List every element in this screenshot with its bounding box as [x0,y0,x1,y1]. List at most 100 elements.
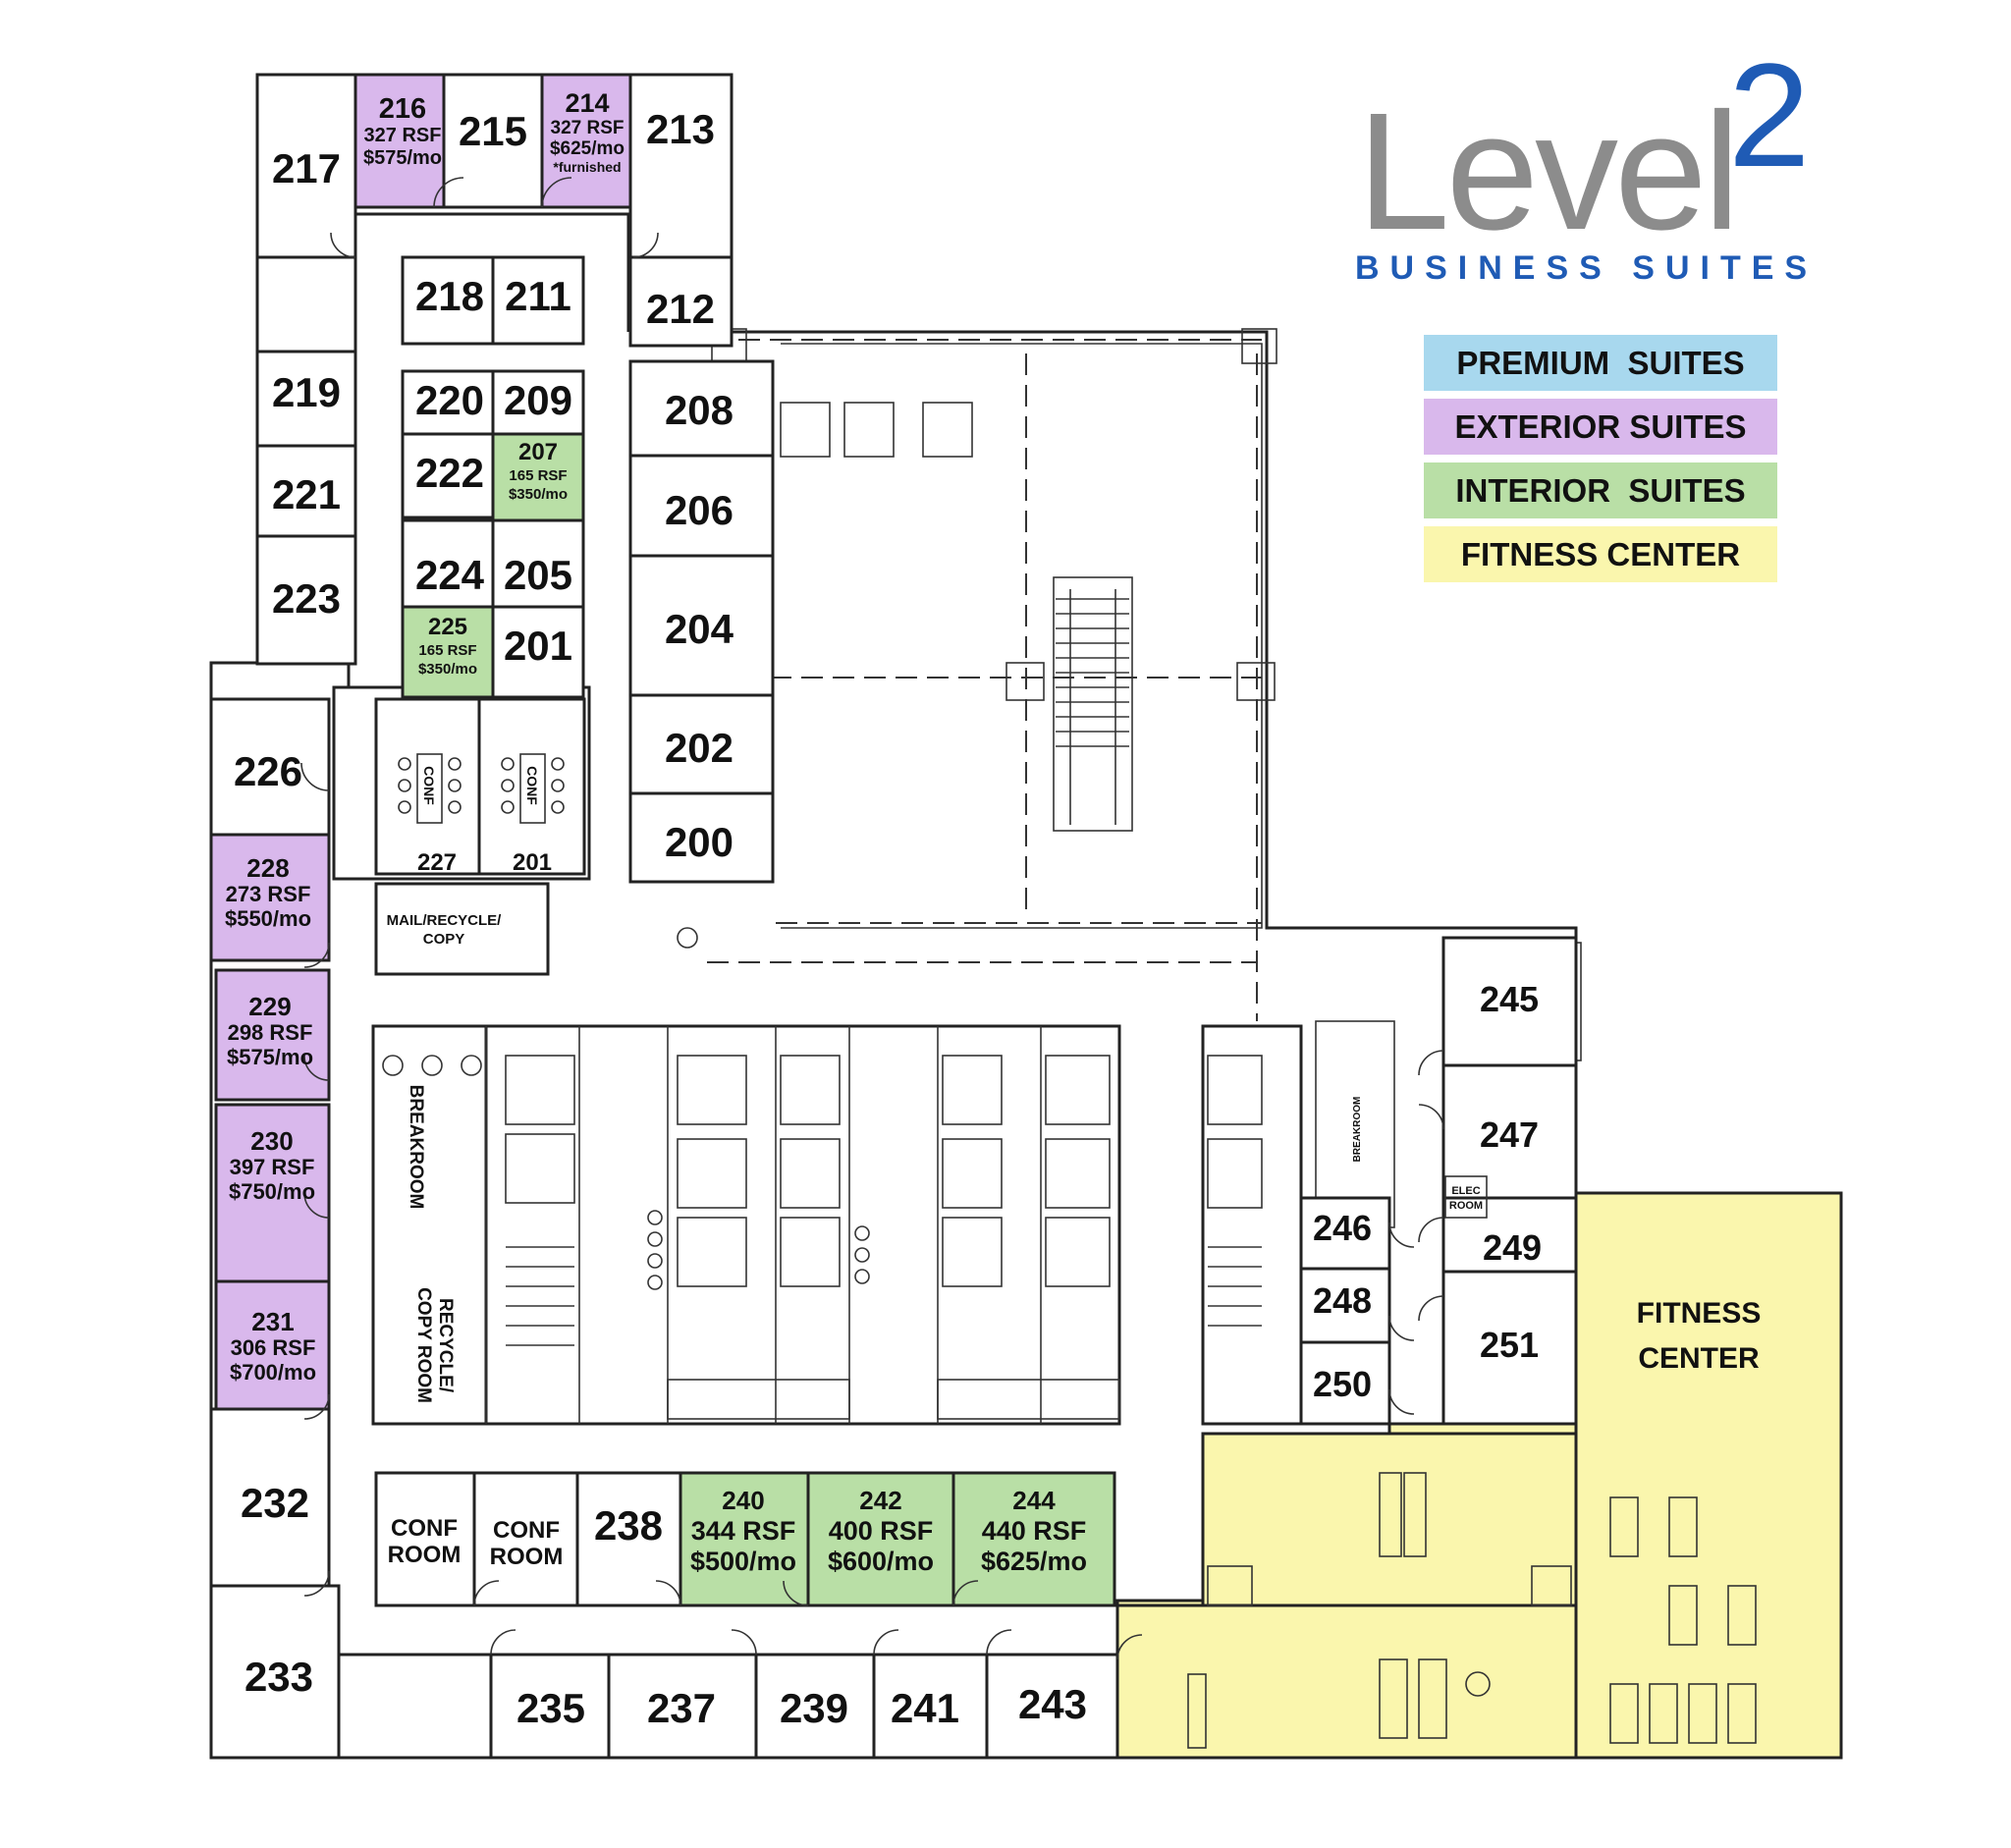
room-231[interactable] [214,1279,331,1411]
info-240-size: 344 RSF [691,1516,796,1546]
conf-201[interactable] [477,697,586,876]
label-217: 217 [272,145,341,191]
label-247: 247 [1480,1114,1539,1155]
label-238: 238 [594,1502,663,1549]
room-238[interactable] [575,1471,682,1607]
room-242[interactable] [806,1471,955,1607]
room-223[interactable] [255,534,357,666]
room-248[interactable] [1299,1267,1391,1344]
brand-word: Level [1357,79,1740,265]
fitness-main[interactable] [1115,1603,1578,1760]
info-216-rent: $575/mo [363,147,442,169]
info-244-size: 440 RSF [982,1516,1087,1546]
label-206: 206 [665,487,734,533]
label-221: 221 [272,471,341,517]
mail-recycle-copy[interactable] [374,882,550,976]
info-244-rent: $625/mo [981,1547,1087,1576]
info-214-rent: $625/mo [550,138,625,159]
room-240[interactable] [679,1471,810,1607]
room-200[interactable] [628,791,775,884]
room-232[interactable] [209,1407,331,1588]
label-213: 213 [646,106,715,152]
room-208[interactable] [628,359,775,458]
label-240: 240 [722,1486,764,1515]
label-230: 230 [250,1126,293,1156]
room-214[interactable] [540,73,632,209]
conf-227[interactable] [374,697,481,876]
label-elec-room: ROOM [1449,1200,1483,1212]
label-202: 202 [665,725,734,771]
label-222: 222 [415,450,484,496]
info-242-rent: $600/mo [828,1547,934,1576]
fitness-lockers[interactable] [1201,1432,1578,1607]
room-201-office[interactable] [491,605,585,699]
room-224[interactable] [401,518,495,609]
label-208: 208 [665,387,734,433]
room-204[interactable] [628,554,775,697]
fitness-center[interactable] [1574,1191,1843,1760]
room-blank-left [255,255,357,353]
label-conf-room-1-a: CONF [391,1515,458,1542]
label-205: 205 [504,552,572,598]
room-229[interactable] [214,968,331,1102]
label-conf-room-1-b: ROOM [388,1542,462,1568]
label-244: 244 [1012,1486,1056,1515]
label-breakroom-small: BREAKROOM [1352,1097,1363,1163]
label-conf-room-2-a: CONF [493,1517,560,1544]
room-207[interactable] [491,432,585,522]
info-230-size: 397 RSF [230,1155,315,1179]
room-226[interactable] [209,697,331,837]
info-229-rent: $575/mo [227,1045,313,1069]
room-219[interactable] [255,350,357,448]
room-206[interactable] [628,454,775,558]
label-214: 214 [565,88,609,118]
room-211[interactable] [491,255,585,346]
label-224: 224 [415,552,485,598]
room-237[interactable] [607,1653,758,1760]
info-240-rent: $500/mo [690,1547,796,1576]
room-215[interactable] [442,73,544,209]
room-228[interactable] [209,833,331,962]
room-243[interactable] [985,1653,1119,1760]
label-248: 248 [1313,1280,1372,1321]
room-246[interactable] [1299,1196,1391,1271]
room-222[interactable] [401,432,495,519]
conf-room-1[interactable] [374,1471,476,1607]
conf-room-2[interactable] [472,1471,579,1607]
info-216-size: 327 RSF [364,125,442,146]
label-copy-room: COPY ROOM [413,1287,434,1403]
suite-legend: PREMIUM SUITES EXTERIOR SUITES INTERIOR … [1424,335,1777,590]
label-245: 245 [1480,979,1539,1019]
room-244[interactable] [951,1471,1116,1607]
label-229: 229 [248,992,291,1021]
label-copy: COPY [423,931,465,948]
room-212[interactable] [628,255,734,348]
info-229-size: 298 RSF [228,1020,313,1045]
room-213[interactable] [628,73,734,259]
label-246: 246 [1313,1208,1372,1248]
room-250[interactable] [1299,1340,1391,1426]
info-230-rent: $750/mo [229,1179,315,1204]
label-207: 207 [518,439,558,465]
room-230[interactable] [214,1103,331,1283]
label-235: 235 [516,1685,585,1731]
brand-subtitle: BUSINESS SUITES [1355,249,1819,287]
room-221[interactable] [255,444,357,538]
room-202[interactable] [628,693,775,795]
room-225[interactable] [401,605,495,699]
label-219: 219 [272,369,341,415]
label-227: 227 [417,849,457,876]
label-211: 211 [505,273,571,319]
info-228-size: 273 RSF [226,882,311,906]
label-250: 250 [1313,1364,1372,1404]
info-228-rent: $550/mo [225,906,311,931]
rooms [209,73,1843,1760]
legend-exterior: EXTERIOR SUITES [1424,399,1777,455]
room-245[interactable] [1441,936,1578,1067]
label-215: 215 [459,108,527,154]
room-233[interactable] [209,1584,341,1760]
label-223: 223 [272,575,341,622]
label-recycle: RECYCLE/ [435,1298,456,1393]
label-elec: ELEC [1451,1185,1480,1197]
